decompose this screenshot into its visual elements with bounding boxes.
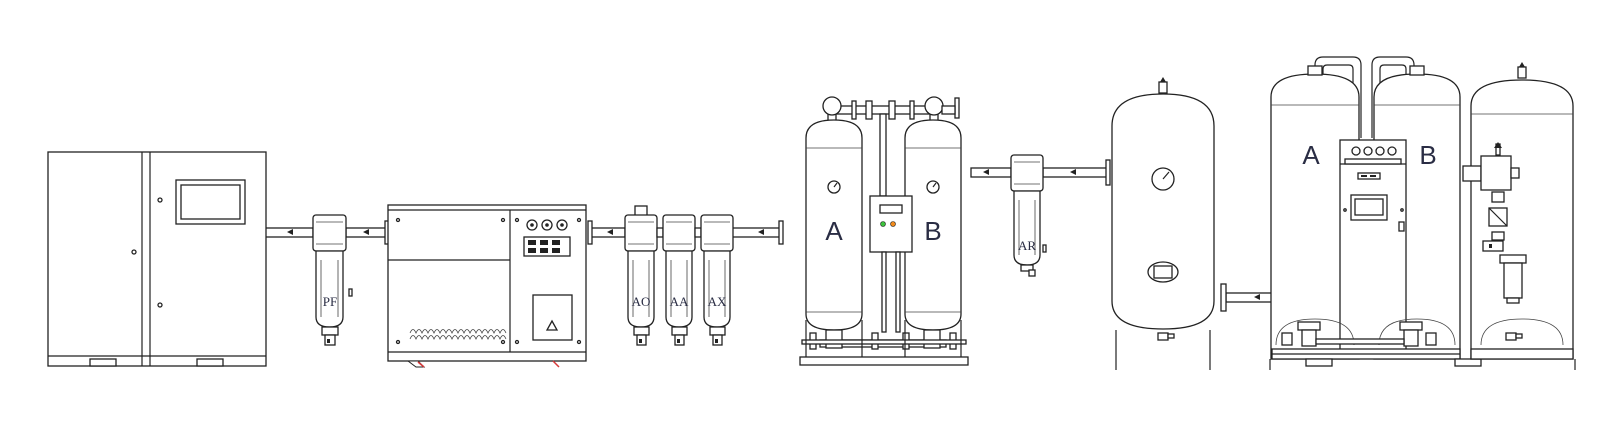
nitrogen-buffer-tank [1462, 62, 1574, 360]
filter-ax: AX [694, 214, 734, 346]
filter-ax-label: AX [708, 294, 727, 309]
orange-led-icon [890, 221, 896, 227]
warning-sign-icon [545, 319, 559, 331]
n2-tank-safety-valve-icon [1517, 66, 1527, 79]
generator-tower-a-label: A [1302, 140, 1320, 170]
refrigerated-dryer [387, 204, 587, 368]
flow-arrows [287, 169, 1260, 300]
dryer-tower-a-label: A [825, 216, 843, 246]
filter-pf: PF [312, 214, 353, 346]
filter-ar-label: AR [1018, 238, 1036, 253]
up-arrow-icon [1494, 142, 1502, 148]
dryer-tower-b-label: B [924, 216, 941, 246]
cabinet-gauge-3-icon [1375, 146, 1385, 156]
filter-ao-label: AO [632, 294, 651, 309]
pipe-flanges [384, 159, 1227, 312]
filter-aa: AA [656, 214, 696, 346]
filter-ar: AR [1010, 154, 1047, 277]
cabinet-gauge-1-icon [1351, 146, 1361, 156]
green-led-icon [880, 221, 886, 227]
cabinet-gauge-4-icon [1387, 146, 1397, 156]
nitrogen-generator: A B [1269, 56, 1576, 370]
dryer-controller-display [879, 204, 903, 214]
compressor-display-screen [180, 184, 241, 220]
filter-aa-label: AA [670, 294, 689, 309]
generator-tower-b-label: B [1419, 140, 1436, 170]
dryer-electrical-box [532, 294, 573, 341]
filter-ao: AO [624, 205, 658, 346]
air-compressor [47, 151, 267, 367]
cabinet-gauge-2-icon [1363, 146, 1373, 156]
dryer-control-buttons [523, 236, 571, 257]
tank-safety-valve-icon [1158, 81, 1168, 94]
air-receiver-tank [1111, 77, 1215, 370]
adsorption-dryer: A B [799, 96, 969, 366]
filter-pf-label: PF [323, 294, 337, 309]
